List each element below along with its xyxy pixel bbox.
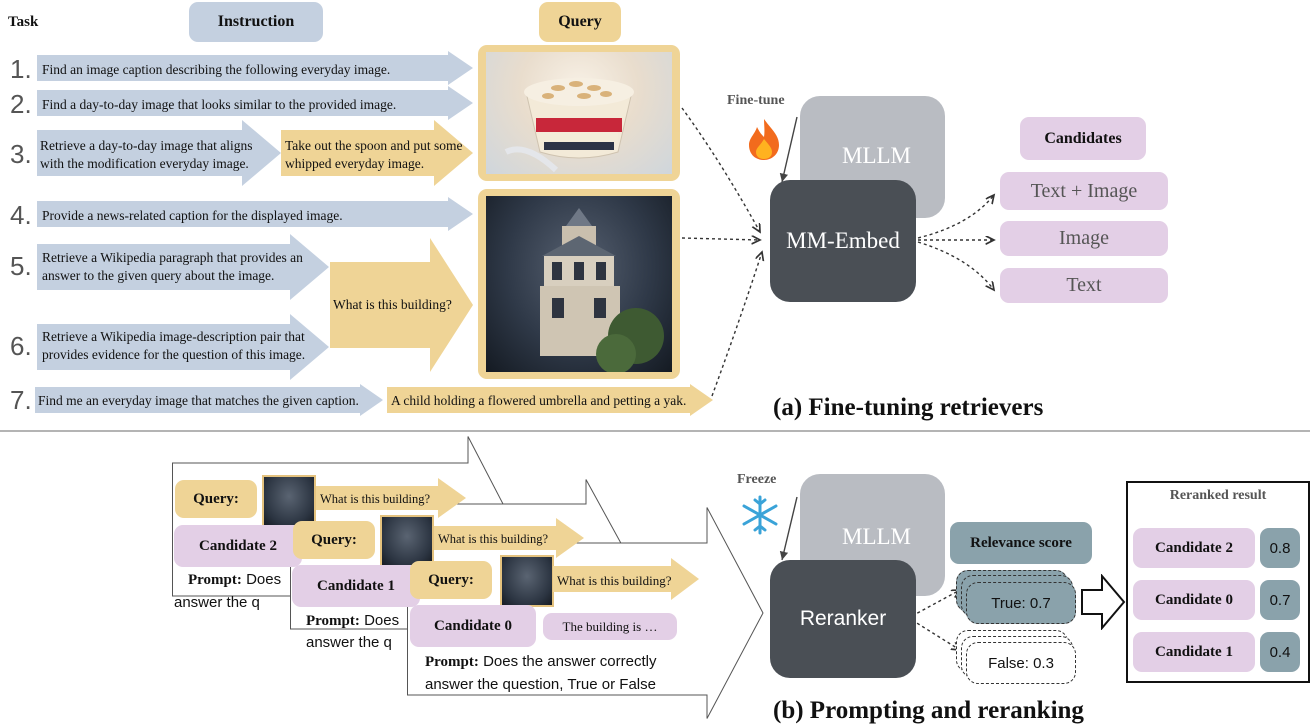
prompt-text-line2: answer the q: [174, 594, 260, 611]
instruction-arrow: [37, 314, 329, 380]
candidate-type: Image: [1000, 221, 1168, 256]
task-number: 6.: [10, 331, 32, 361]
query-arrow: [330, 238, 473, 372]
dessert-drawing: [504, 78, 634, 173]
query-arrow: [281, 120, 473, 186]
candidate-type: Text: [1000, 268, 1168, 303]
reranked-candidate: Candidate 0: [1133, 580, 1255, 620]
task-number: 3.: [10, 139, 32, 169]
reranked-candidate: Candidate 2: [1133, 528, 1255, 568]
mllm-label: MLLM: [842, 143, 911, 168]
query-label: Query:: [410, 561, 492, 599]
finetune-label: Fine-tune: [727, 93, 785, 108]
false-score: False: 0.3: [966, 642, 1076, 684]
reranked-score: 0.7: [1260, 580, 1300, 620]
query-arrow: [553, 558, 699, 600]
instruction-text: Find me an everyday image that matches t…: [38, 393, 359, 408]
query-text: What is this building?: [438, 532, 549, 546]
candidates-header: Candidates: [1020, 117, 1146, 160]
query-text: What is this building?: [557, 573, 672, 588]
fire-icon: [749, 119, 779, 160]
query-arrow: [434, 518, 584, 558]
reranker-label: Reranker: [799, 607, 887, 630]
query-thumbnail: [262, 475, 316, 527]
task-number: 5.: [10, 251, 32, 281]
instruction-text: Find a day-to-day image that looks simil…: [42, 97, 397, 112]
reranked-title: Reranked result: [1169, 488, 1267, 503]
reranked-score: 0.8: [1260, 528, 1300, 568]
reranked-candidate: Candidate 1: [1133, 632, 1255, 672]
candidate-label: Candidate 1: [292, 565, 420, 607]
instruction-text: Retrieve a day-to-day image that aligns …: [40, 138, 253, 172]
query-thumbnail: [380, 515, 434, 567]
instruction-arrow: [37, 197, 473, 231]
caption-a: (a) Fine-tuning retrievers: [773, 394, 1044, 421]
relevance-score-header: Relevance score: [950, 522, 1092, 564]
reranker-box: Reranker: [770, 560, 916, 678]
instruction-text: Retrieve a Wikipedia paragraph that prov…: [42, 250, 303, 284]
snowflake-icon: [742, 495, 778, 535]
query-text: What is this building?: [320, 492, 431, 506]
mm-embed-box: MM-Embed: [770, 180, 916, 302]
instruction-arrow: [37, 120, 281, 186]
mllm-label: MLLM: [842, 524, 911, 549]
instruction-header: Instruction: [189, 2, 323, 42]
candidate-answer: The building is …: [543, 613, 677, 640]
building-image: [486, 196, 672, 372]
instruction-text: Provide a news-related caption for the d…: [42, 208, 343, 223]
instruction-arrow: [35, 384, 383, 416]
task-number: 7.: [10, 385, 32, 415]
prompt-text: Prompt: Does: [188, 571, 282, 588]
outline-arrow: [1081, 574, 1126, 630]
true-score: True: 0.7: [966, 582, 1076, 624]
query-text: A child holding a flowered umbrella and …: [391, 393, 687, 408]
query-text: Take out the spoon and put some whipped …: [285, 138, 463, 172]
task-number: 2.: [10, 89, 32, 119]
candidate-type: Text + Image: [1000, 172, 1168, 210]
candidate-label: Candidate 2: [174, 525, 302, 567]
task-number: 1.: [10, 54, 32, 84]
caption-b: (b) Prompting and reranking: [773, 697, 1084, 724]
task-header: Task: [8, 14, 39, 30]
freeze-label: Freeze: [737, 472, 777, 487]
query-image-frame: [478, 45, 680, 181]
tower-drawing: [540, 208, 664, 372]
instruction-arrow: [37, 86, 473, 120]
instruction-arrow: [37, 234, 329, 300]
reranked-score: 0.4: [1260, 632, 1300, 672]
query-label: Query:: [175, 480, 257, 518]
query-label: Query:: [293, 521, 375, 559]
dessert-image: [486, 52, 672, 174]
candidate-label: Candidate 0: [410, 605, 536, 647]
query-header: Query: [539, 2, 621, 42]
query-thumbnail: [500, 555, 554, 607]
instruction-text: Retrieve a Wikipedia image-description p…: [42, 329, 306, 363]
prompt-text: Prompt: Does the answer correctly: [425, 653, 657, 670]
query-arrow: [387, 384, 713, 416]
task-number: 4.: [10, 200, 32, 230]
instruction-arrow: [37, 51, 473, 85]
query-image-frame: [478, 189, 680, 379]
prompt-text: Prompt: Does: [306, 612, 400, 629]
mm-embed-label: MM-Embed: [786, 228, 900, 253]
instruction-text: Find an image caption describing the fol…: [42, 62, 391, 77]
query-text: What is this building?: [333, 297, 452, 312]
prompt-text-line2: answer the q: [306, 634, 392, 651]
query-arrow: [316, 478, 466, 518]
prompt-text-line2: answer the question, True or False: [425, 676, 656, 693]
